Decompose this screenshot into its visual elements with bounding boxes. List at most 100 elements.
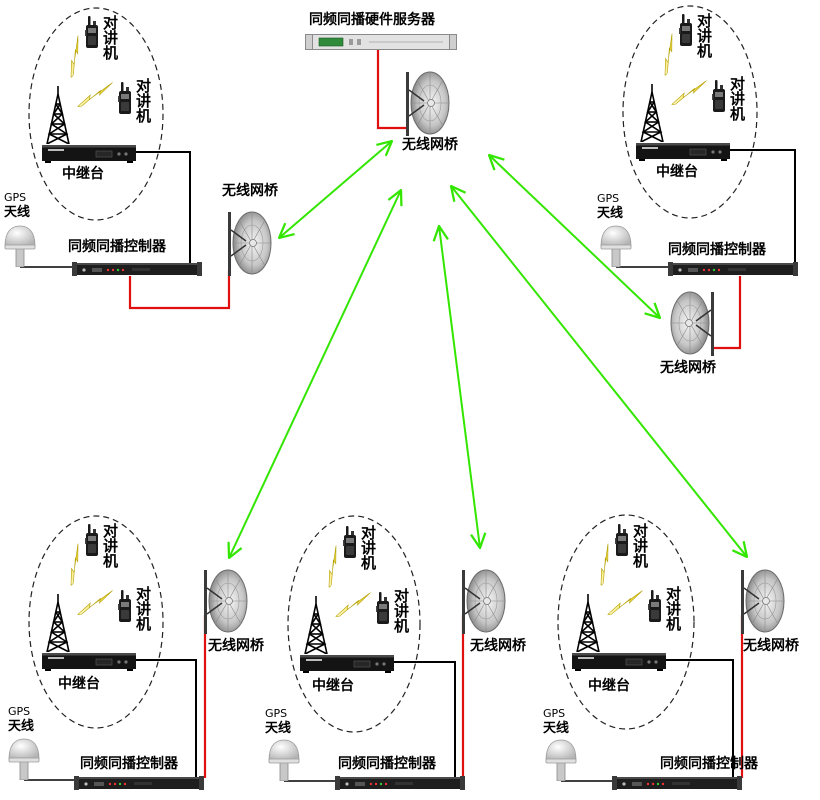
wireless-links [229,141,747,558]
site-bottom-right-radio-label-2: 对讲机 [664,586,682,631]
site-bottom-right-gps-label-1: GPS [543,707,566,720]
site-bottom-left-controller-icon [74,776,204,790]
repeater-device-icon [572,653,666,671]
site-bottom-middle-controller-icon [335,776,465,790]
site-bottom-middle-gps-antenna-icon [268,739,300,781]
site-bottom-left-data-cable [136,659,197,777]
site-top-right-gps-label-2: 天线 [597,206,624,221]
lightning-icon [668,80,711,106]
site-top-right-radio-label-2: 对讲机 [728,76,746,121]
site-top-right-data-cable [730,149,796,263]
site-top-right-repeater-label: 中继台 [656,164,698,180]
site-bottom-left-gps-antenna-icon [8,738,40,780]
central-bridge-label: 无线网桥 [402,137,458,153]
walkie-talkie-icon [712,80,725,112]
site-bottom-middle-controller-label: 同频同播控制器 [338,756,436,772]
site-bottom-left-radio-label-1: 对讲机 [101,523,119,568]
lightning-icon [332,592,375,618]
site-bottom-middle-radio-label-2: 对讲机 [392,588,410,633]
lightning-icon [604,590,647,616]
walkie-talkie-icon [118,82,131,114]
server-label: 同频同播硬件服务器 [309,12,435,28]
site-top-left-repeater-label: 中继台 [62,166,104,182]
site-bottom-left-repeater-label: 中继台 [58,676,100,692]
site-top-right-radio-label-1: 对讲机 [695,13,713,58]
repeater-device-icon [42,145,136,163]
wireless-link-bottom-middle [439,226,480,548]
site-bottom-right-bridge-dish-icon [740,569,785,635]
site-top-right-controller-icon [668,262,798,276]
radio-tower-icon [304,596,328,654]
site-bottom-left-bridge-label: 无线网桥 [208,638,264,654]
site-bottom-right-bridge-label: 无线网桥 [743,638,799,654]
site-top-left-controller-icon [72,262,202,276]
site-bottom-left-gps-label-1: GPS [8,705,31,718]
site-bottom-middle-gps-label-1: GPS [265,707,288,720]
site-bottom-middle-repeater-label: 中继台 [312,678,354,694]
site-top-left-controller-label: 同频同播控制器 [68,239,166,255]
site-top-left-gps-label-2: 天线 [4,205,31,220]
walkie-talkie-icon [85,16,98,48]
server-rf-cable [376,50,407,130]
site-top-left-bridge-dish-icon [227,211,272,277]
site-bottom-middle-bridge-dish-icon [461,569,506,635]
radio-tower-icon [640,84,664,142]
site-bottom-middle-radio-label-1: 对讲机 [359,525,377,570]
wireless-link-bottom-left [229,190,401,558]
site-top-right-bridge-label: 无线网桥 [660,360,716,376]
site-bottom-right-data-cable [666,659,734,777]
coverage-boundary [28,515,164,729]
site-bottom-right-gps-label-2: 天线 [543,721,570,736]
radio-tower-icon [46,86,70,144]
site-top-right [622,5,758,219]
central-bridge-dish-icon [405,71,450,137]
wireless-link-bottom-right [451,186,747,557]
site-top-left-radio-label-1: 对讲机 [101,15,119,60]
repeater-device-icon [42,653,136,671]
site-bottom-middle-bridge-label: 无线网桥 [470,638,526,654]
site-top-right-bridge-dish-icon [670,291,715,357]
site-top-left-bridge-label: 无线网桥 [222,183,278,199]
site-top-left-gps-label-1: GPS [4,191,27,204]
radio-tower-icon [576,594,600,652]
site-bottom-middle-gps-label-2: 天线 [265,721,292,736]
site-top-left-gps-antenna-icon [4,225,36,267]
site-top-left [28,7,164,221]
walkie-talkie-icon [615,524,628,556]
wireless-link-top-left [279,141,392,238]
site-bottom-left [28,515,164,729]
lightning-icon [74,82,117,108]
site-bottom-right-controller-label: 同频同播控制器 [660,756,758,772]
repeater-device-icon [636,143,730,161]
coverage-boundary [622,5,758,219]
site-bottom-right-controller-icon [612,776,742,790]
walkie-talkie-icon [648,590,661,622]
site-top-left-rf-cable [128,270,231,310]
site-bottom-left-gps-label-2: 天线 [8,719,35,734]
walkie-talkie-icon [118,590,131,622]
site-bottom-right [557,514,695,730]
repeater-device-icon [300,655,394,673]
site-bottom-left-bridge-dish-icon [203,569,248,635]
site-top-right-gps-antenna-icon [600,225,632,267]
walkie-talkie-icon [85,524,98,556]
server-rack-icon [305,34,457,50]
walkie-talkie-icon [679,14,692,46]
site-top-right-gps-label-1: GPS [597,192,620,205]
walkie-talkie-icon [343,526,356,558]
site-top-right-rf-cable [713,276,742,350]
walkie-talkie-icon [376,592,389,624]
site-bottom-right-repeater-label: 中继台 [588,678,630,694]
central-server-group [305,34,457,137]
lightning-icon [74,590,117,616]
coverage-boundary [557,514,695,730]
coverage-boundary [28,7,164,221]
site-top-left-data-cable [136,151,191,263]
site-bottom-right-radio-label-1: 对讲机 [631,523,649,568]
site-bottom-right-gps-antenna-icon [545,739,577,781]
site-top-right-controller-label: 同频同播控制器 [668,242,766,258]
site-bottom-middle-data-cable [394,661,456,777]
site-bottom-left-radio-label-2: 对讲机 [134,586,152,631]
